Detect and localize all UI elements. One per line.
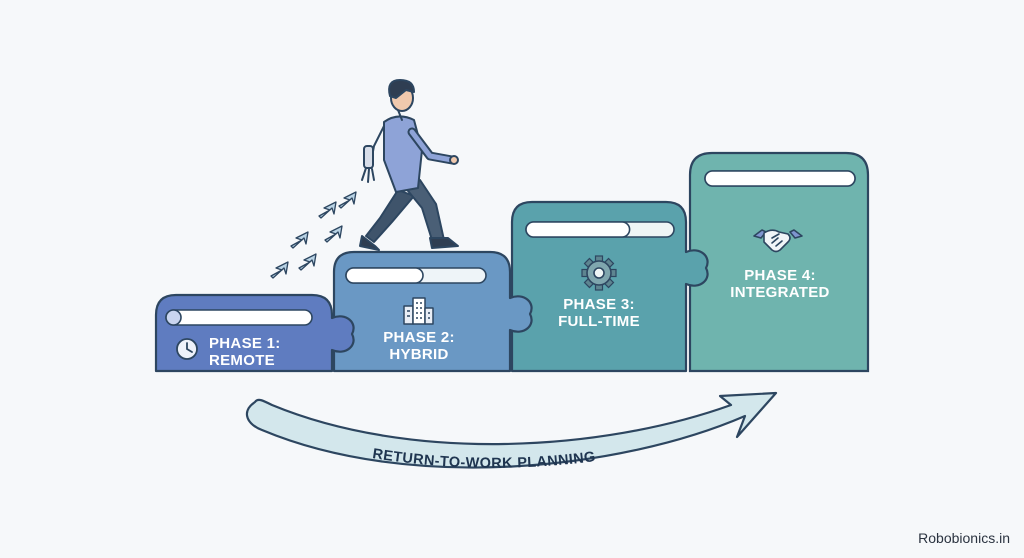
- phase-2-block: PHASE 2: HYBRID: [332, 250, 533, 373]
- arrow-icon: [318, 201, 337, 219]
- phase-4-block: PHASE 4: INTEGRATED: [688, 151, 870, 373]
- arrow-icon: [298, 253, 317, 271]
- phase-3-block: PHASE 3: FULL-TIME: [510, 200, 709, 373]
- phase-1-progress-track: [165, 309, 313, 326]
- handshake-icon: [753, 229, 803, 253]
- arrow-icon: [290, 231, 309, 249]
- phase-3-subtitle: FULL-TIME: [558, 313, 640, 330]
- clock-icon: [176, 338, 198, 360]
- walking-person-illustration: [359, 79, 459, 251]
- arrow-icon: [270, 261, 289, 279]
- phase-1-block: PHASE 1: REMOTE: [154, 293, 355, 373]
- buildings-icon: [403, 297, 434, 325]
- phase-3-progress-bar: [525, 221, 631, 238]
- phase-3-title: PHASE 3:: [563, 296, 635, 313]
- phase-4-progress-bar: [704, 170, 856, 187]
- credit-text: Robobionics.in: [918, 530, 1010, 546]
- gear-icon: [581, 255, 617, 291]
- phase-2-subtitle: HYBRID: [389, 346, 448, 363]
- arrow-icon: [324, 225, 343, 243]
- progress-arrows: [270, 191, 357, 279]
- phase-4-title: PHASE 4:: [744, 267, 816, 284]
- arrow-icon: [338, 191, 357, 209]
- phase-4-subtitle: INTEGRATED: [730, 284, 829, 301]
- phase-1-title: PHASE 1:: [209, 335, 281, 352]
- phase-1-subtitle: REMOTE: [209, 352, 275, 369]
- phase-2-title: PHASE 2:: [383, 329, 455, 346]
- return-to-work-arc: RETURN-TO-WORK PLANNING: [245, 391, 778, 472]
- phase-2-progress-bar: [345, 267, 424, 284]
- phase-1-progress-bar: [165, 309, 182, 326]
